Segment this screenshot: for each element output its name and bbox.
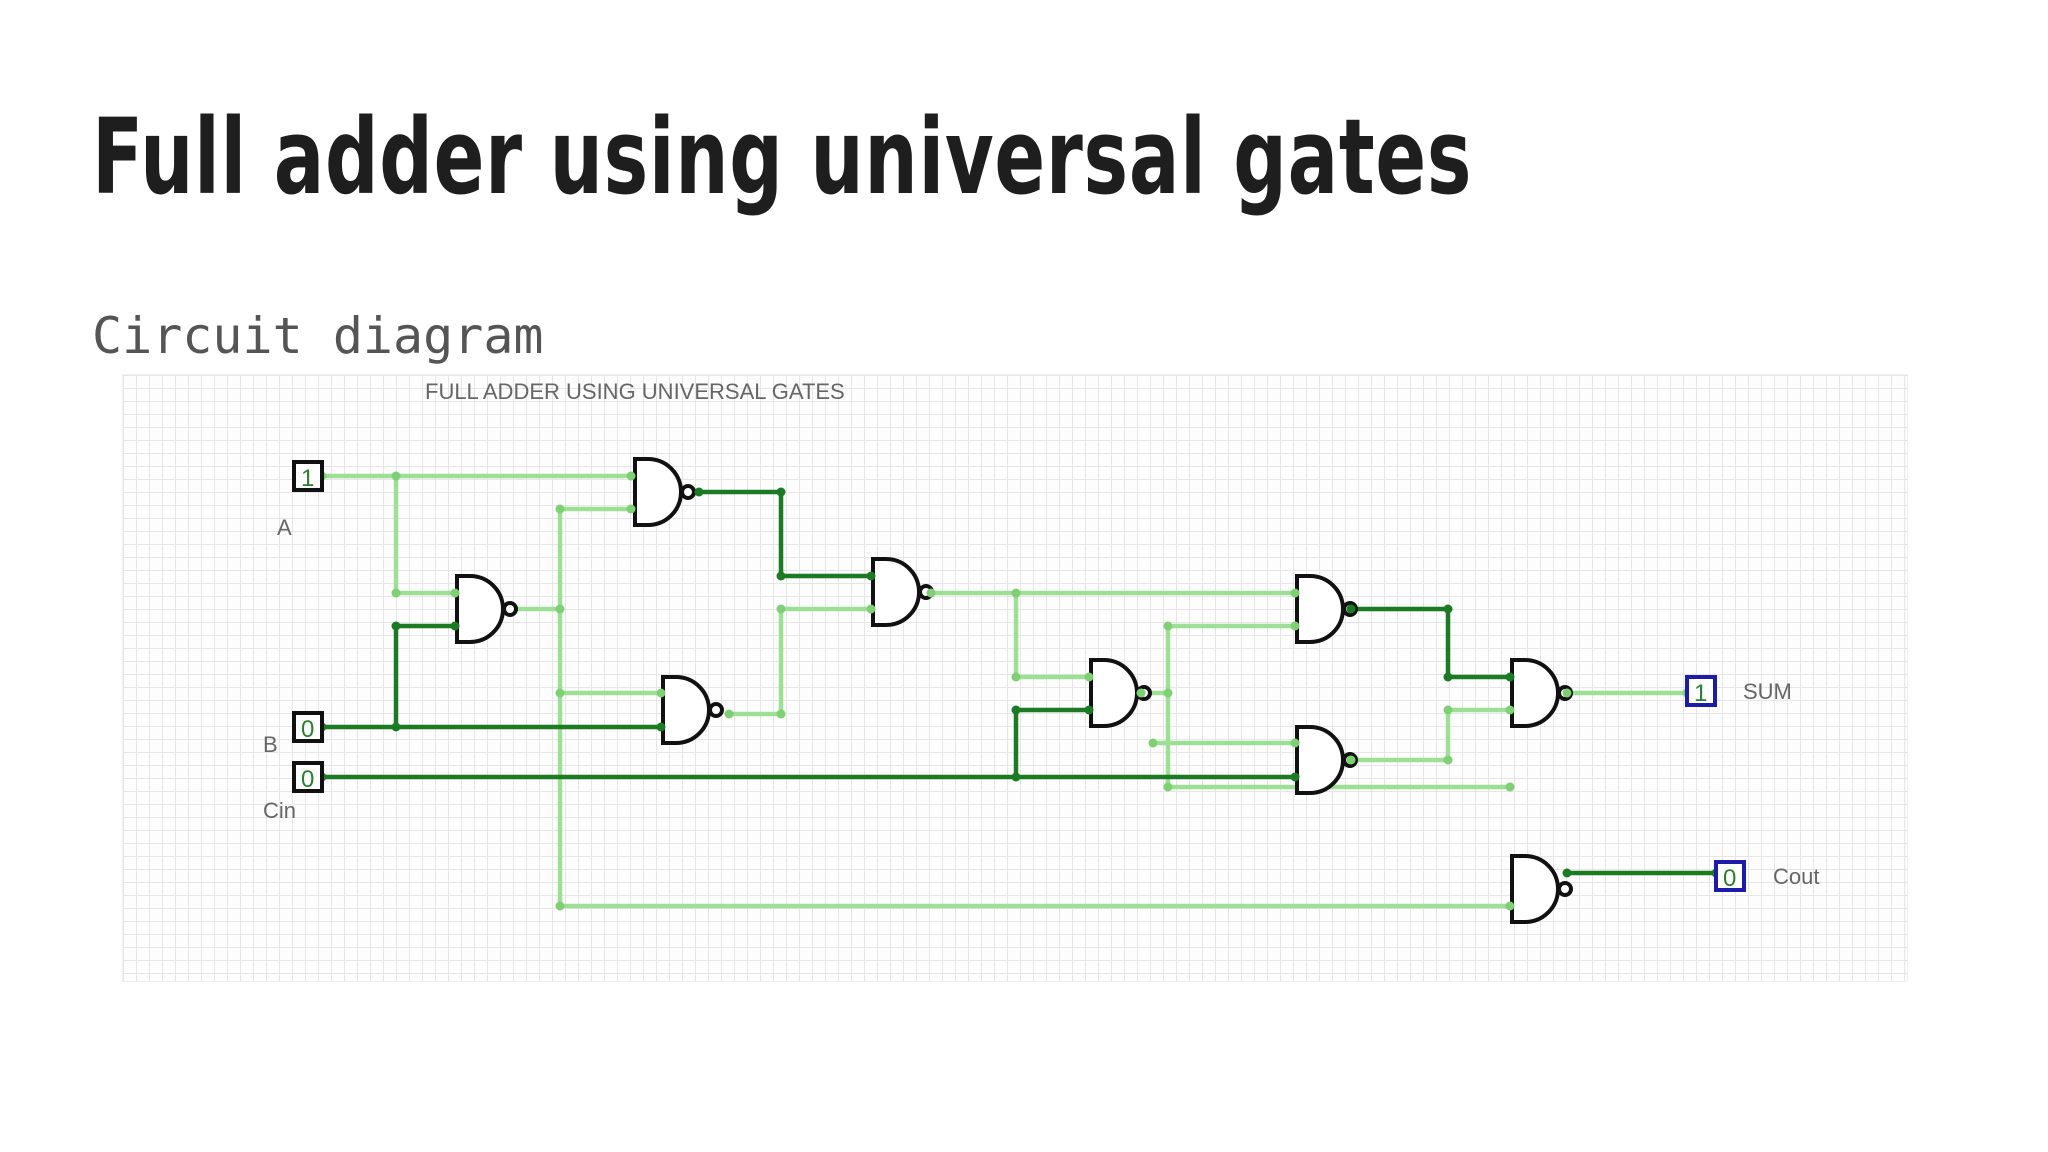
junction-low-9 — [656, 688, 666, 698]
junction-low-17 — [1011, 588, 1021, 598]
nand-gate-1[interactable] — [633, 457, 696, 527]
slide-title: Full adder using universal gates — [92, 96, 1473, 218]
junction-low-4 — [626, 471, 636, 481]
junction-low-2 — [391, 588, 401, 598]
junction-high-4 — [656, 722, 666, 732]
junction-low-29 — [1346, 755, 1356, 765]
nand-gate-9[interactable] — [1510, 854, 1573, 924]
junction-low-20 — [1136, 688, 1146, 698]
input-b-value: 0 — [301, 716, 314, 743]
junction-low-18 — [1011, 672, 1021, 682]
junction-high-16 — [1443, 672, 1453, 682]
slide-subtitle: Circuit diagram — [92, 307, 544, 365]
junctions — [317, 471, 1721, 911]
junction-low-26 — [1505, 782, 1515, 792]
junction-low-12 — [724, 709, 734, 719]
junction-low-32 — [1505, 705, 1515, 715]
junction-high-1 — [391, 722, 401, 732]
nand-bubble-3 — [708, 702, 724, 718]
nand-gate-2[interactable] — [455, 574, 518, 644]
junction-high-12 — [776, 571, 786, 581]
junction-low-10 — [555, 901, 565, 911]
gates — [455, 457, 1573, 924]
nand-gate-3[interactable] — [661, 675, 724, 745]
junction-low-22 — [1163, 621, 1173, 631]
output-cout-label: Cout — [1773, 864, 1819, 889]
input-a-pin[interactable]: 1 — [292, 460, 324, 492]
output-sum-label: SUM — [1743, 679, 1792, 704]
junction-low-21 — [1163, 688, 1173, 698]
junction-high-10 — [694, 487, 704, 497]
output-sum-pin: 1 — [1685, 675, 1717, 707]
junction-low-6 — [555, 504, 565, 514]
junction-high-14 — [1346, 604, 1356, 614]
junction-low-25 — [1163, 782, 1173, 792]
junction-high-2 — [391, 621, 401, 631]
low-wires — [319, 473, 1690, 909]
junction-high-15 — [1443, 604, 1453, 614]
nand-bubble-1 — [680, 484, 696, 500]
junction-high-11 — [776, 487, 786, 497]
junction-high-13 — [866, 571, 876, 581]
input-a-label: A — [277, 515, 292, 540]
junction-low-28 — [1290, 738, 1300, 748]
high-wires — [319, 489, 1719, 876]
junction-low-7 — [555, 604, 565, 614]
output-cout-value: 0 — [1723, 865, 1736, 892]
junction-low-30 — [1443, 755, 1453, 765]
input-cin-value: 0 — [301, 766, 314, 793]
nand-bubble-2 — [502, 601, 518, 617]
junction-low-33 — [1562, 688, 1572, 698]
junction-low-11 — [1505, 901, 1515, 911]
junction-low-19 — [1084, 672, 1094, 682]
nand-gate-6[interactable] — [1295, 574, 1358, 644]
nand-gate-8[interactable] — [1510, 658, 1573, 728]
junction-high-17 — [1505, 672, 1515, 682]
input-cin-label: Cin — [263, 798, 296, 823]
circuit-canvas: FULL ADDER USING UNIVERSAL GATES 1 A 0 B… — [263, 379, 1819, 924]
input-b-pin[interactable]: 0 — [292, 711, 324, 743]
junction-low-1 — [391, 471, 401, 481]
junction-low-27 — [1148, 738, 1158, 748]
junction-low-8 — [555, 688, 565, 698]
junction-low-23 — [1290, 588, 1300, 598]
junction-high-9 — [1290, 772, 1300, 782]
input-b-label: B — [263, 732, 278, 757]
nand-gate-5[interactable] — [1089, 658, 1152, 728]
output-cout-pin: 0 — [1714, 860, 1746, 892]
diagram-heading: FULL ADDER USING UNIVERSAL GATES — [425, 379, 845, 404]
junction-low-15 — [866, 604, 876, 614]
junction-low-14 — [776, 604, 786, 614]
junction-high-6 — [1011, 772, 1021, 782]
junction-low-31 — [1443, 705, 1453, 715]
junction-low-3 — [450, 588, 460, 598]
junction-low-24 — [1290, 621, 1300, 631]
junction-high-3 — [450, 621, 460, 631]
nand-bubble-9 — [1557, 881, 1573, 897]
junction-high-7 — [1011, 705, 1021, 715]
junction-low-13 — [776, 709, 786, 719]
input-cin-pin[interactable]: 0 — [292, 761, 324, 793]
nand-gate-4[interactable] — [871, 557, 934, 627]
junction-high-8 — [1084, 705, 1094, 715]
circuit-diagram: FULL ADDER USING UNIVERSAL GATES 1 A 0 B… — [122, 374, 1908, 982]
junction-high-18 — [1562, 868, 1572, 878]
junction-low-5 — [626, 504, 636, 514]
output-sum-value: 1 — [1694, 680, 1707, 707]
junction-low-16 — [926, 588, 936, 598]
input-a-value: 1 — [301, 465, 314, 492]
